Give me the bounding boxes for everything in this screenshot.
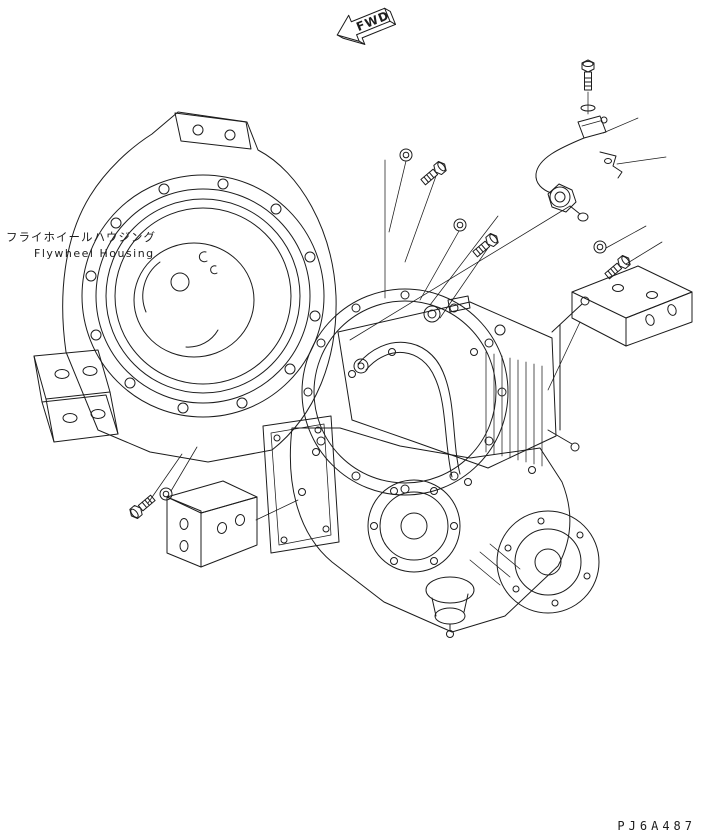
bracket-top-face <box>571 265 693 319</box>
flywheel-housing-label-jp: フライホイールハウジング <box>6 230 156 244</box>
housing-outline <box>62 111 337 463</box>
wire-clip-hole <box>604 158 612 164</box>
bearing-cover-bolts <box>370 487 458 565</box>
output-coupling-hub <box>534 548 562 576</box>
drawing-number: PJ6A487 <box>617 819 696 833</box>
bracket-hole <box>216 522 228 534</box>
bolt <box>420 160 447 186</box>
bracket-hole <box>667 304 677 316</box>
rod-end <box>580 296 590 306</box>
housing-bolt-ring-inner <box>95 188 311 404</box>
wire <box>535 137 585 194</box>
fwd-arrow-outline <box>336 7 391 42</box>
bracket-hole <box>612 284 624 292</box>
housing-inner-boss <box>170 272 190 292</box>
bolt <box>604 254 631 280</box>
mounting-bracket-lower-left <box>166 480 258 568</box>
side-cover-plate <box>262 415 340 554</box>
bearing-cover-mid <box>379 491 449 561</box>
washer <box>399 148 413 162</box>
bolt <box>472 232 499 258</box>
switch-hex-body <box>547 183 577 213</box>
valve-body-block <box>337 301 557 469</box>
fwd-label: FWD <box>354 8 391 34</box>
housing-opening <box>133 242 255 358</box>
transmission-flange-inner <box>313 300 497 484</box>
transmission-assembly <box>262 288 600 638</box>
bracket-hole <box>645 314 655 326</box>
gear-case-outline <box>289 427 571 633</box>
housing-bore-rim <box>105 198 301 394</box>
switch-tip-stem <box>569 205 581 215</box>
bearing-cover-hub <box>400 512 428 540</box>
control-rod <box>547 303 583 445</box>
switch-face-inner <box>554 191 566 203</box>
case-hatching <box>469 543 521 586</box>
transmission-flange-outer <box>301 288 509 496</box>
bracket-side-plate <box>166 496 202 568</box>
wire-connector <box>577 115 607 139</box>
case-bolt-heads <box>298 348 536 496</box>
housing-bolt-holes <box>85 178 321 414</box>
wire-connector-detail <box>581 120 601 127</box>
bolt <box>129 494 156 520</box>
fwd-arrow-depth-edges <box>358 20 397 45</box>
connector-eyelet <box>600 116 608 124</box>
switch-and-wiring <box>535 59 623 222</box>
wire-clip <box>599 151 623 179</box>
leader-lines <box>147 91 667 521</box>
output-coupling-mid <box>514 528 582 596</box>
washer <box>593 240 607 254</box>
bracket-hole <box>179 518 189 530</box>
switch-face <box>549 186 571 208</box>
housing-bolt-ring-outer <box>81 174 325 418</box>
housing-inner-arc <box>142 261 161 313</box>
flywheel-housing-label-en: Flywheel Housing <box>34 247 155 260</box>
cooler-fins <box>485 351 543 467</box>
housing-mounting-feet <box>33 349 119 443</box>
housing-inner-arc <box>185 329 219 348</box>
housing-bore-rim-inner <box>114 207 292 385</box>
bottom-pump <box>425 576 475 638</box>
switch-tip <box>577 212 589 222</box>
fwd-arrow-depth <box>336 7 397 45</box>
solenoid-cap <box>423 305 441 323</box>
bracket-front-face <box>200 496 258 568</box>
bracket-left-flange <box>571 291 627 347</box>
oil-pipe <box>357 341 461 475</box>
mounting-bracket-right <box>571 265 693 347</box>
housing-top-tab <box>174 112 252 150</box>
banjo-fitting <box>353 358 369 374</box>
bracket-hole <box>179 540 189 552</box>
housing-casting-mark <box>210 265 218 275</box>
output-coupling-outer <box>496 510 600 614</box>
hardware-callouts <box>129 148 631 520</box>
top-plug <box>494 324 506 336</box>
housing-tab-hole <box>224 129 236 141</box>
output-coupling-bolts <box>504 517 591 607</box>
bracket-top-face <box>166 480 258 514</box>
top-cover-plate <box>447 295 471 313</box>
housing-casting-mark <box>198 251 208 263</box>
banjo-fitting-inner <box>357 362 365 370</box>
washer <box>453 218 467 232</box>
flywheel-housing <box>33 111 337 463</box>
side-cover-bolts <box>273 426 330 544</box>
fwd-direction-arrow: FWD <box>336 7 397 45</box>
bearing-cover <box>367 479 461 573</box>
bracket-hole <box>234 514 246 526</box>
housing-tab-hole <box>192 124 204 136</box>
rod-end <box>570 442 580 452</box>
bracket-hole <box>646 291 658 299</box>
bolt-vertical <box>581 59 595 91</box>
side-cover-plate-inner <box>270 423 332 546</box>
washer <box>159 487 173 501</box>
oil-pipe <box>365 351 453 478</box>
solenoid-cap-inner <box>427 309 437 319</box>
bracket-front-face <box>625 291 693 347</box>
